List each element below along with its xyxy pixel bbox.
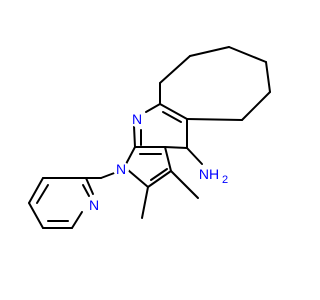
- bond: [159, 103, 188, 120]
- cycloheptane-ring: [159, 46, 271, 121]
- bond: [125, 146, 136, 165]
- bond: [186, 147, 203, 165]
- pyrrole-ring: [125, 146, 172, 188]
- bond: [133, 125, 136, 148]
- bond: [228, 46, 267, 63]
- atom-label-n-ring: N: [132, 111, 142, 127]
- bond: [159, 55, 191, 84]
- methyl-groups: [141, 170, 199, 219]
- atom-bg: [113, 161, 129, 177]
- atom-label-nh2-subscript: 2: [222, 174, 228, 186]
- atom-bg: [129, 111, 145, 127]
- chemical-structure-diagram: N N N NH 2: [28, 46, 271, 229]
- bond: [28, 177, 44, 204]
- pyridine-ring: [28, 177, 94, 229]
- bond: [265, 61, 271, 93]
- bond: [241, 91, 271, 121]
- atom-bg: [86, 197, 102, 213]
- bond: [28, 202, 44, 229]
- bond: [85, 177, 94, 195]
- atom-label-nh2: NH: [199, 166, 219, 182]
- bond: [170, 170, 199, 199]
- atom-bg: [197, 165, 227, 183]
- atom-label-n-pyridine: N: [89, 197, 99, 213]
- bond: [162, 111, 182, 123]
- bond: [147, 170, 172, 188]
- amine-bond: [186, 147, 203, 165]
- fused-pyridine-ring: [133, 103, 188, 149]
- bond: [82, 184, 90, 197]
- methylene-linker: [85, 164, 119, 179]
- bond: [164, 146, 188, 149]
- bond: [141, 186, 149, 219]
- atom-label-n-pyrrole: N: [116, 161, 126, 177]
- bond: [189, 46, 230, 57]
- bond: [71, 211, 83, 229]
- bond: [36, 184, 49, 204]
- bond: [127, 169, 149, 188]
- bond: [164, 146, 172, 172]
- bond: [150, 168, 168, 181]
- atom-labels: N N N NH 2: [86, 111, 228, 213]
- bond: [186, 118, 243, 121]
- bond: [145, 103, 161, 113]
